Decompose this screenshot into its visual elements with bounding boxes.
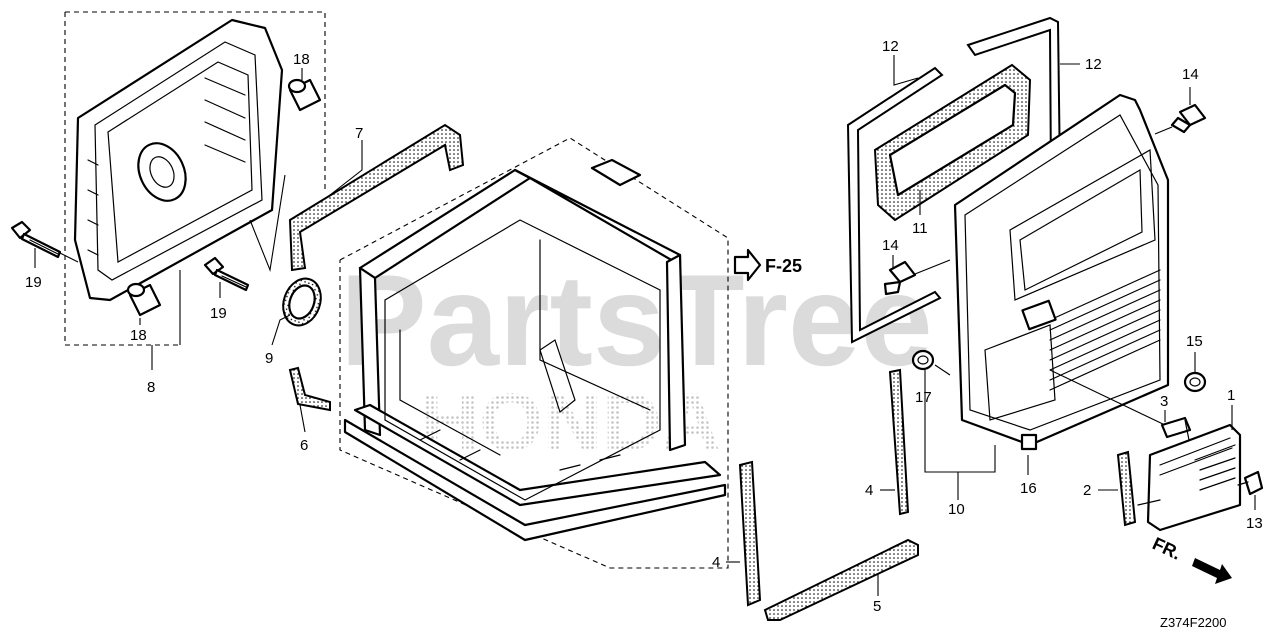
seal-6 (288, 366, 331, 412)
screw-14-top (1170, 103, 1207, 134)
grommet-17 (911, 349, 935, 371)
callout-2: 2 (1083, 482, 1091, 499)
callout-1: 1 (1227, 387, 1235, 404)
front-direction-arrow: FR. (1149, 533, 1232, 584)
callout-19-right: 19 (210, 305, 227, 322)
screw-13 (1237, 470, 1264, 496)
watermark-brand: PartsTree (340, 247, 933, 393)
callout-4-right: 4 (865, 482, 873, 499)
reference-arrow-f25: F-25 (733, 248, 802, 282)
callout-17: 17 (915, 389, 932, 406)
callout-5: 5 (873, 598, 881, 615)
callout-15: 15 (1186, 333, 1203, 350)
callout-18-bottom: 18 (130, 327, 147, 344)
bolt-19-right (203, 256, 250, 292)
grommet-15 (1183, 371, 1207, 393)
callout-7: 7 (355, 125, 363, 142)
seal-7 (288, 123, 465, 272)
seal-12-left (846, 66, 944, 344)
callout-3: 3 (1160, 393, 1168, 410)
reference-label: F-25 (765, 256, 802, 276)
seal-ring-9 (282, 277, 322, 327)
callout-16: 16 (1020, 480, 1037, 497)
callout-13: 13 (1246, 515, 1263, 532)
callout-12-left: 12 (882, 38, 899, 55)
gasket-frame-11 (873, 63, 1032, 222)
sub-cover-1 (1137, 423, 1242, 532)
callout-11: 11 (912, 220, 928, 237)
left-cover-group (10, 11, 326, 370)
seal-4-bottom (738, 460, 762, 607)
callout-12-right: 12 (1085, 56, 1102, 73)
callout-18-top: 18 (293, 51, 310, 68)
front-label: FR. (1149, 533, 1184, 563)
callout-14-left: 14 (882, 237, 899, 254)
callout-6: 6 (300, 437, 308, 454)
callout-19-left: 19 (25, 274, 42, 291)
side-cover-panel (73, 18, 284, 302)
callout-4-bottom: 4 (712, 554, 720, 571)
callout-8: 8 (147, 379, 155, 396)
seal-4-right (888, 368, 910, 516)
diagram-code: Z374F2200 (1160, 615, 1227, 630)
callout-10: 10 (948, 501, 965, 518)
frame-assembly (339, 137, 729, 569)
callout-14-top: 14 (1182, 66, 1199, 83)
screw-14-left (883, 260, 917, 296)
seal-2 (1116, 450, 1137, 527)
control-panel-cover-10 (953, 93, 1170, 447)
callout-9: 9 (265, 350, 273, 367)
grommet-18-top (287, 78, 322, 112)
nut-16 (1020, 433, 1038, 451)
bolt-19-left (10, 220, 62, 259)
grommet-18-bottom (126, 282, 162, 317)
seal-5 (763, 538, 919, 621)
